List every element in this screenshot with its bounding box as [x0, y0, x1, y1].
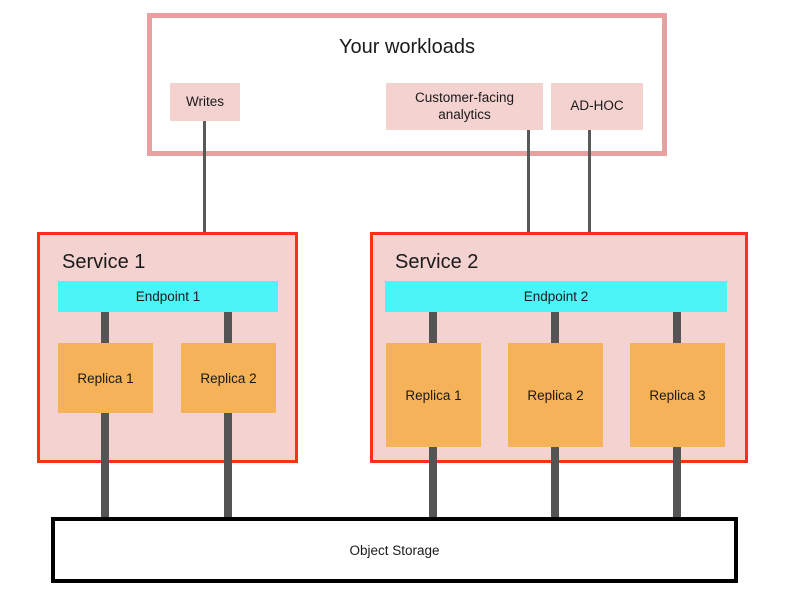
workload-chip-writes[interactable]: Writes — [170, 83, 240, 121]
connector-endpoint-1-to-s1-replica-2 — [224, 311, 232, 345]
arrow-line-analytics-to-endpoint-2 — [527, 130, 530, 254]
service-title-service-2: Service 2 — [395, 251, 479, 273]
arrow-line-adhoc-to-endpoint-2 — [588, 130, 591, 254]
service-2-replica-3[interactable]: Replica 3 — [630, 343, 725, 447]
workload-chip-customer-facing-analytics[interactable]: Customer-facing analytics — [386, 83, 543, 130]
workloads-title: Your workloads — [338, 36, 475, 58]
service-title-service-1: Service 1 — [62, 251, 146, 273]
connector-endpoint-2-to-s2-replica-2 — [551, 311, 559, 345]
connector-s2-replica-2-to-storage — [551, 445, 559, 519]
endpoint-2[interactable]: Endpoint 2 — [385, 281, 727, 312]
connector-s1-replica-2-to-storage — [224, 411, 232, 519]
object-storage-box[interactable]: Object Storage — [51, 517, 738, 583]
service-2-replica-2[interactable]: Replica 2 — [508, 343, 603, 447]
connector-s1-replica-1-to-storage — [101, 411, 109, 519]
connector-s2-replica-1-to-storage — [429, 445, 437, 519]
endpoint-1[interactable]: Endpoint 1 — [58, 281, 278, 312]
connector-endpoint-1-to-s1-replica-1 — [101, 311, 109, 345]
service-1-replica-1[interactable]: Replica 1 — [58, 343, 153, 413]
connector-endpoint-2-to-s2-replica-3 — [673, 311, 681, 345]
connector-endpoint-2-to-s2-replica-1 — [429, 311, 437, 345]
workload-chip-ad-hoc[interactable]: AD-HOC — [551, 83, 643, 130]
service-2-replica-1[interactable]: Replica 1 — [386, 343, 481, 447]
connector-s2-replica-3-to-storage — [673, 445, 681, 519]
service-1-replica-2[interactable]: Replica 2 — [181, 343, 276, 413]
arrow-line-writes-to-endpoint-1 — [203, 121, 206, 254]
